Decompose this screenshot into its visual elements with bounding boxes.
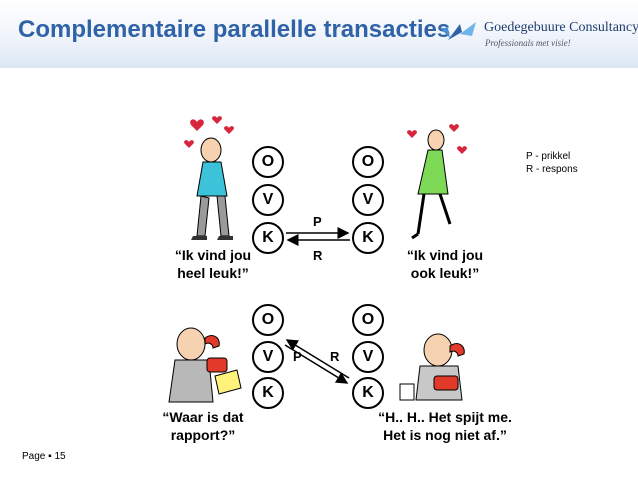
page-label: Page (22, 451, 46, 462)
brand-name: Goedegebuure Consultancy (484, 20, 638, 35)
bottom-left-volwassene: V (252, 341, 284, 373)
top-label-r: R (313, 248, 323, 263)
bottom-right-kind: K (352, 377, 384, 409)
quote-top-left: “Ik vind jou heel leuk!” (174, 247, 252, 281)
top-left-volwassene: V (252, 184, 284, 216)
top-label-p: P (313, 214, 322, 229)
page-footer: Page ▪ 15 (22, 451, 66, 462)
quote-bottom-left: “Waar is dat rapport?” (162, 409, 244, 443)
legend-prikkel: P - prikkel (526, 151, 571, 162)
quote-top-right: “Ik vind jou ook leuk!” (406, 247, 484, 281)
top-right-kind: K (352, 222, 384, 254)
boss-on-phone-icon (168, 327, 242, 403)
bottom-arrow-p (284, 344, 349, 384)
brand-tagline: Professionals met visie! (485, 38, 571, 48)
bullet-separator: ▪ (48, 451, 52, 462)
man-in-love-icon (184, 116, 234, 240)
bottom-left-kind: K (252, 377, 284, 409)
slide-header: Complementaire parallelle transacties Go… (0, 0, 638, 68)
quote-bottom-right: “H.. H.. Het spijt me. Het is nog niet a… (378, 409, 512, 443)
top-left-ouder: O (252, 146, 284, 178)
brand-logo-icon (440, 22, 476, 40)
top-left-kind: K (252, 222, 284, 254)
page-number: 15 (54, 451, 66, 462)
page-title: Complementaire parallelle transacties (18, 16, 451, 43)
top-right-ouder: O (352, 146, 384, 178)
woman-in-love-icon (407, 124, 467, 240)
bottom-label-p: P (293, 349, 302, 364)
legend: P - prikkel R - respons (526, 150, 578, 176)
legend-respons: R - respons (526, 164, 578, 175)
bottom-right-ouder: O (352, 304, 384, 336)
bottom-left-ouder: O (252, 304, 284, 336)
employee-on-phone-icon (399, 333, 465, 401)
bottom-label-r: R (330, 349, 340, 364)
bottom-right-volwassene: V (352, 341, 384, 373)
top-right-volwassene: V (352, 184, 384, 216)
bottom-arrow-r (285, 339, 350, 379)
